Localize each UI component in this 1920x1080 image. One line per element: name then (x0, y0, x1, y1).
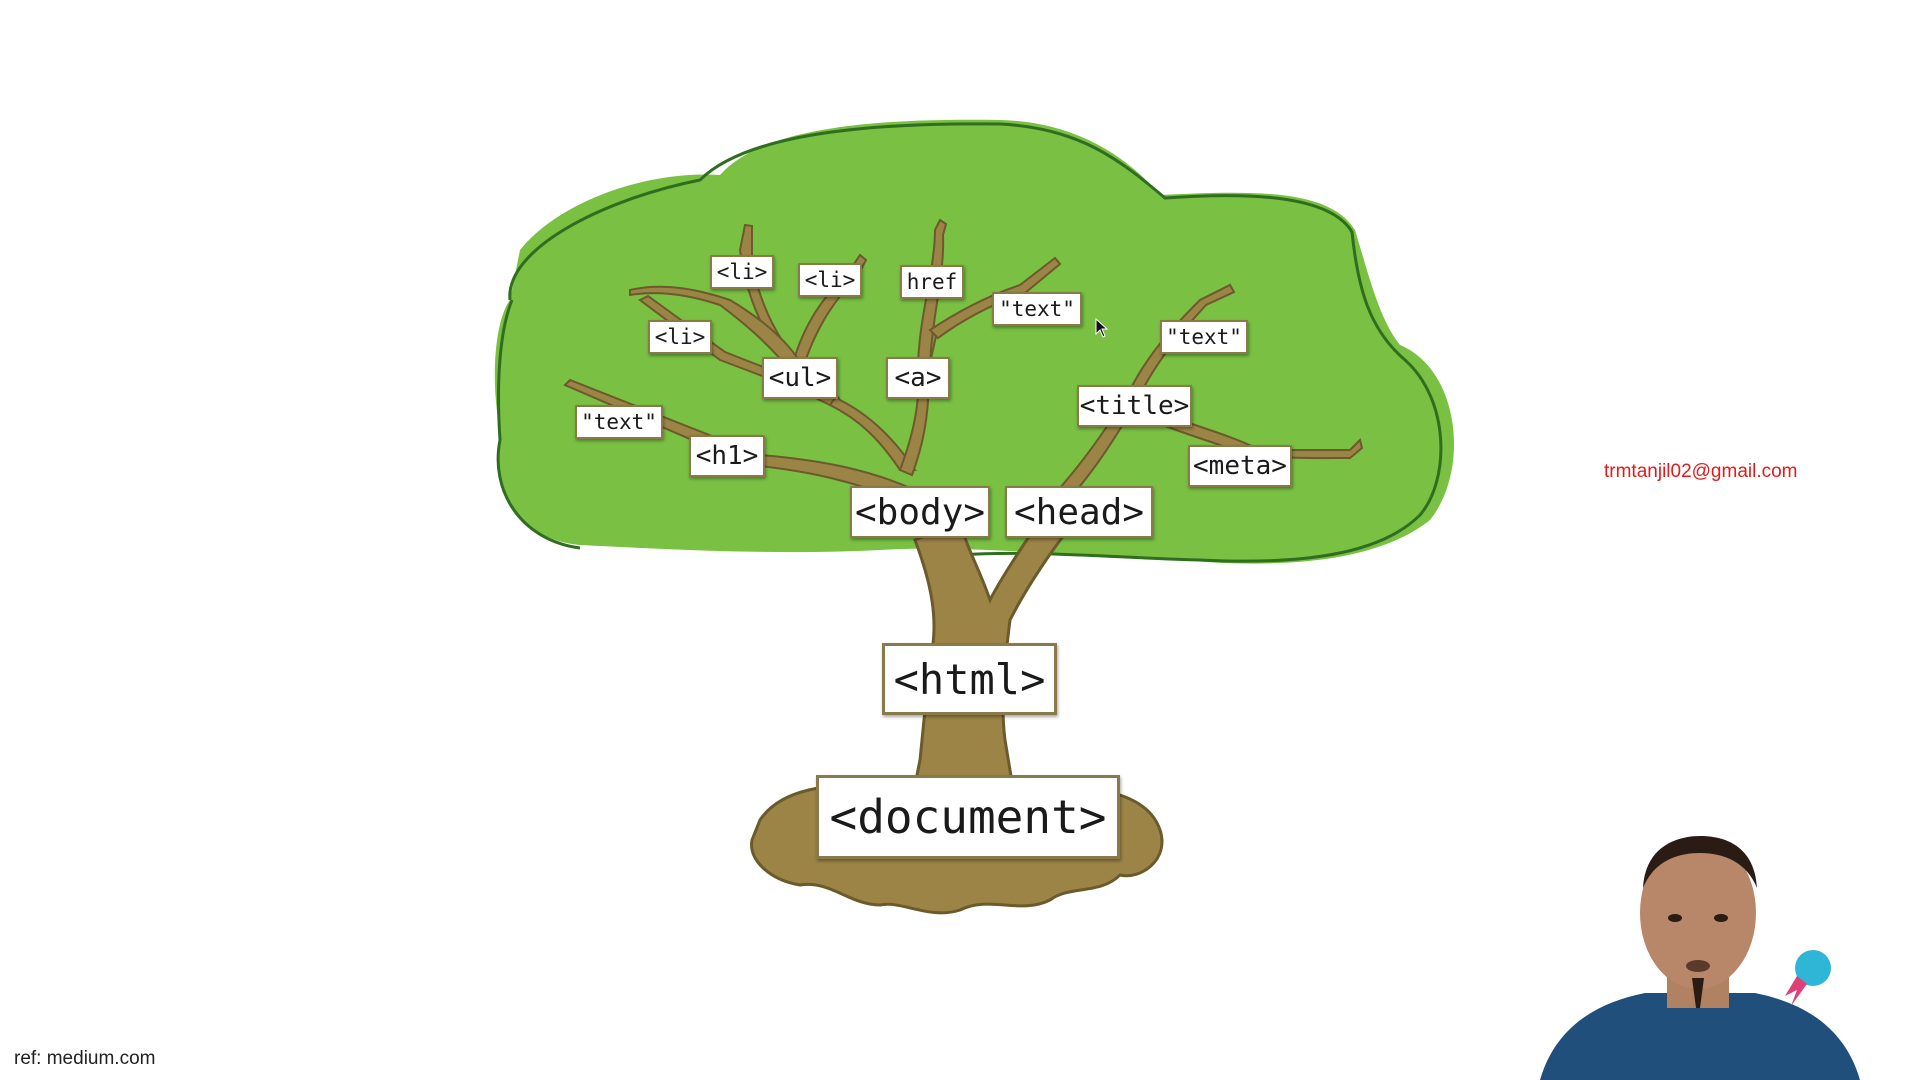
node-li-3: <li> (648, 320, 712, 354)
node-text-b: "text" (1160, 320, 1248, 354)
mouse-pointer-icon (1095, 318, 1109, 338)
node-text-c: "text" (575, 405, 663, 439)
node-document: <document> (816, 775, 1120, 859)
tree-foliage-outline (496, 122, 1443, 563)
node-li-2: <li> (798, 263, 862, 297)
node-href: href (900, 265, 964, 299)
node-ul: <ul> (762, 357, 838, 399)
node-html: <html> (882, 643, 1057, 715)
email-annotation: trmtanjil02@gmail.com (1604, 461, 1798, 482)
node-a: <a> (886, 357, 950, 399)
node-title: <title> (1077, 385, 1192, 427)
node-li-1: <li> (710, 255, 774, 289)
node-text-a: "text" (992, 292, 1082, 326)
node-h1: <h1> (689, 435, 765, 477)
presenter-webcam (1540, 836, 1860, 1080)
node-body: <body> (850, 486, 990, 538)
node-meta: <meta> (1188, 445, 1292, 487)
node-head: <head> (1005, 486, 1153, 538)
reference-caption: ref: medium.com (14, 1048, 156, 1069)
